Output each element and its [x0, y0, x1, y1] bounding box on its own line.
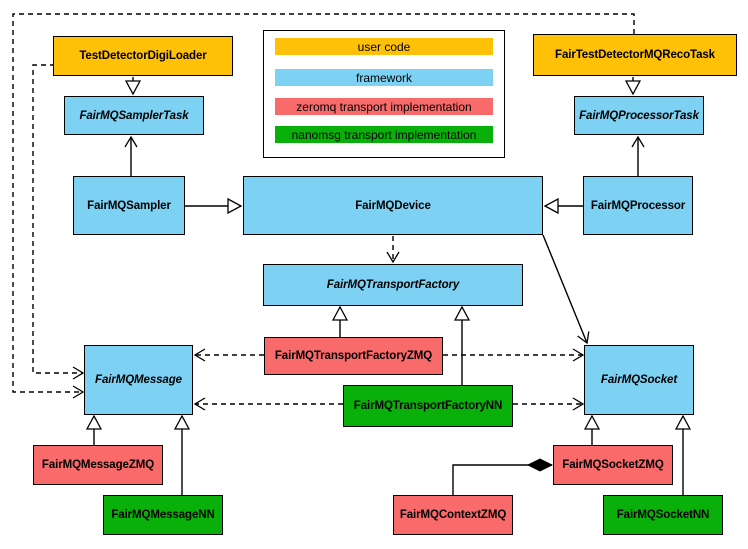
- node-label: FairMQDevice: [355, 199, 431, 212]
- edge-association-device-socket: [542, 234, 590, 345]
- node-fairmq-sampler: FairMQSampler: [73, 176, 185, 235]
- node-fairmq-socket-nn: FairMQSocketNN: [603, 495, 723, 535]
- edge-composition-socketzmq-contextzmq: [452, 465, 552, 495]
- node-label: FairMQMessageZMQ: [41, 459, 155, 471]
- legend-label-nanomsg: nanomsg transport implementation: [291, 127, 477, 142]
- node-label: FairMQMessage: [95, 374, 182, 386]
- node-fairmq-context-zmq: FairMQContextZMQ: [393, 495, 513, 535]
- node-fairmq-device: FairMQDevice: [243, 176, 543, 235]
- node-label: FairMQProcessorTask: [579, 109, 699, 122]
- legend-item-zeromq: zeromq transport implementation: [275, 98, 493, 115]
- node-label: FairMQSocketNN: [616, 509, 710, 521]
- node-fairmq-socket-zmq: FairMQSocketZMQ: [553, 445, 673, 485]
- node-label: FairMQTransportFactory: [326, 279, 460, 291]
- legend-item-nanomsg: nanomsg transport implementation: [275, 126, 493, 143]
- node-label: FairMQTransportFactoryZMQ: [274, 350, 433, 362]
- node-fairmq-processor: FairMQProcessor: [583, 176, 693, 235]
- node-test-detector-digi-loader: TestDetectorDigiLoader: [53, 36, 233, 76]
- node-label: FairMQSocketZMQ: [562, 459, 664, 471]
- node-label: FairMQTransportFactoryNN: [353, 400, 503, 412]
- legend: user code framework zeromq transport imp…: [263, 30, 505, 158]
- node-fairmq-processor-task: FairMQProcessorTask: [574, 96, 704, 135]
- node-label: FairMQSocket: [600, 374, 678, 386]
- node-fairmq-transport-factory-nn: FairMQTransportFactoryNN: [343, 385, 513, 427]
- node-label: FairMQSampler: [87, 199, 171, 212]
- node-fair-test-detector-mq-reco-task: FairTestDetectorMQRecoTask: [533, 34, 737, 76]
- node-fairmq-message-zmq: FairMQMessageZMQ: [33, 445, 163, 485]
- node-label: TestDetectorDigiLoader: [79, 50, 207, 62]
- legend-label-zeromq: zeromq transport implementation: [296, 99, 472, 114]
- node-fairmq-transport-factory-zmq: FairMQTransportFactoryZMQ: [264, 337, 443, 375]
- node-label: FairMQProcessor: [590, 199, 686, 212]
- node-fairmq-message: FairMQMessage: [84, 345, 193, 415]
- node-fairmq-message-nn: FairMQMessageNN: [103, 495, 223, 535]
- legend-label-framework: framework: [355, 70, 412, 85]
- node-fairmq-transport-factory: FairMQTransportFactory: [263, 264, 523, 306]
- node-label: FairTestDetectorMQRecoTask: [555, 49, 715, 61]
- node-label: FairMQContextZMQ: [399, 509, 507, 521]
- node-fairmq-socket: FairMQSocket: [584, 345, 694, 415]
- legend-item-user-code: user code: [275, 38, 493, 55]
- node-fairmq-sampler-task: FairMQSamplerTask: [64, 96, 204, 135]
- node-label: FairMQSamplerTask: [79, 109, 189, 122]
- legend-item-framework: framework: [275, 69, 493, 86]
- legend-label-user-code: user code: [357, 39, 411, 54]
- node-label: FairMQMessageNN: [111, 509, 215, 521]
